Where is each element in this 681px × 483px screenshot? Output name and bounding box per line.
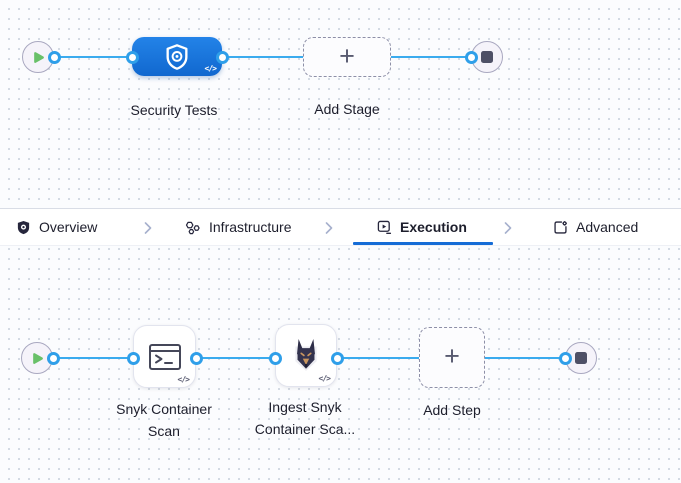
tab-label: Overview <box>39 219 98 235</box>
add-step-button[interactable]: + <box>419 327 485 388</box>
active-tab-underline <box>353 242 493 245</box>
pipeline-edge <box>196 357 277 359</box>
pipeline-end-node <box>471 41 503 73</box>
step-label: Ingest Snyk Container Sca... <box>254 399 356 437</box>
step-node-snyk-container-scan[interactable]: </> <box>133 325 196 388</box>
stop-icon <box>575 352 587 364</box>
play-icon <box>33 51 44 63</box>
chevron-right-icon <box>504 222 512 234</box>
tab-overview[interactable]: Overview <box>16 209 97 245</box>
document-gear-icon <box>554 220 567 234</box>
tab-execution[interactable]: Execution <box>377 209 467 245</box>
add-step-label: Add Step <box>423 402 481 418</box>
execution-pipeline-canvas: </> </> + Snyk Container Scan Ingest Sny… <box>0 246 681 483</box>
pipeline-edge <box>52 56 132 58</box>
plus-icon: + <box>339 40 355 71</box>
stage-config-tab-bar: Overview Infrastructure Execution Adva <box>0 208 681 246</box>
tab-label: Infrastructure <box>209 219 292 235</box>
play-icon <box>32 352 43 364</box>
chevron-right-icon <box>144 222 152 234</box>
step-label: Snyk Container Scan <box>116 401 212 439</box>
shield-icon <box>17 220 30 234</box>
tab-advanced[interactable]: Advanced <box>553 209 638 245</box>
play-box-icon <box>377 220 392 234</box>
stage-label: Security Tests <box>130 102 218 118</box>
pipeline-edge <box>483 357 567 359</box>
stage-node-security-tests[interactable]: </> <box>132 37 222 76</box>
connector-port[interactable] <box>465 51 478 64</box>
connector-port[interactable] <box>190 352 203 365</box>
hexagons-icon <box>185 221 200 234</box>
stage-pipeline-canvas: </> + Security Tests Add Stage <box>0 0 681 208</box>
pipeline-edge <box>222 56 305 58</box>
tab-label: Advanced <box>576 219 639 235</box>
security-shield-icon <box>166 43 188 70</box>
connector-port[interactable] <box>48 51 61 64</box>
code-badge: </> <box>204 64 217 73</box>
add-stage-button[interactable]: + <box>303 37 391 77</box>
chevron-right-icon <box>325 222 333 234</box>
tab-label: Execution <box>400 219 467 235</box>
terminal-icon <box>148 343 181 370</box>
code-badge: </> <box>318 374 331 383</box>
connector-port[interactable] <box>331 352 344 365</box>
tab-infrastructure[interactable]: Infrastructure <box>184 209 291 245</box>
connector-port[interactable] <box>126 51 139 64</box>
add-stage-label: Add Stage <box>314 101 380 117</box>
step-node-ingest-snyk[interactable]: </> <box>275 324 337 387</box>
snyk-dog-icon <box>295 338 317 371</box>
stop-icon <box>481 51 493 63</box>
connector-port[interactable] <box>216 51 229 64</box>
pipeline-edge <box>391 56 473 58</box>
code-badge: </> <box>177 375 190 384</box>
connector-port[interactable] <box>127 352 140 365</box>
pipeline-edge <box>337 357 421 359</box>
connector-port[interactable] <box>559 352 572 365</box>
connector-port[interactable] <box>47 352 60 365</box>
plus-icon: + <box>444 341 460 371</box>
connector-port[interactable] <box>269 352 282 365</box>
pipeline-edge <box>51 357 133 359</box>
